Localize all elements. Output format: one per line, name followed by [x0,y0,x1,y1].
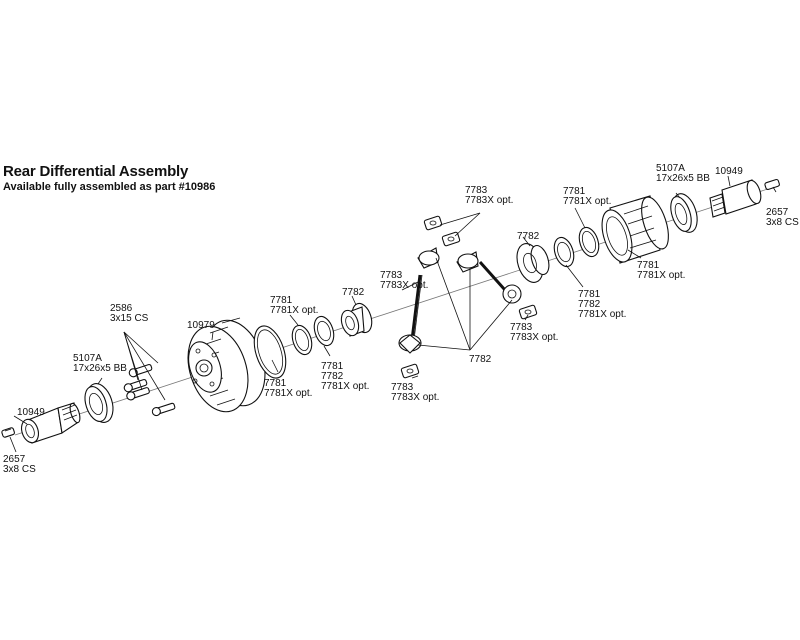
label-line: 7782 [578,299,601,310]
part-7781-right-o-ring [578,226,600,258]
part-7782-spider-gear-bottom [398,334,422,354]
label-line: 7783 [380,270,403,281]
label-line: 7781 [637,260,660,271]
part-7782-right-side-gear [516,243,550,283]
part-7781-left-gasket [253,325,287,379]
page-title: Rear Differential Assembly [3,163,189,180]
label-line: 7781 [321,361,344,372]
label-line: 7781X opt. [321,381,369,392]
label-line: 7783X opt. [510,332,558,343]
label-line: 7781 [563,186,586,197]
label-10949-left: 10949 [17,407,45,418]
part-7782-left-washer [313,315,335,347]
part-2657-right-screw [764,178,780,190]
label-line: 3x8 CS [3,464,36,475]
part-7783-cross-pin [410,274,423,341]
label-line: 7782 [469,354,492,365]
part-10979-ring-gear [187,317,266,413]
label-7782-b: 7782 [469,354,492,365]
part-diff-case [601,195,669,264]
label-10979: 10979 [187,320,215,331]
label-line: 7781 [578,289,601,300]
label-line: 2657 [3,454,26,465]
label-line: 7782 [321,371,344,382]
label-line: 7783X opt. [391,392,439,403]
label-line: 17x26x5 BB [656,173,710,184]
label-line: 7783 [510,322,533,333]
part-7782-left-side-gear [340,302,373,337]
leader-lines [9,175,777,453]
part-7782-spider-gear-top [417,247,479,273]
label-line: 7783 [391,382,414,393]
label-line: 7781 [270,295,293,306]
label-line: 7781X opt. [578,309,626,320]
label-line: 5107A [73,353,102,364]
part-7782-spider-gear-right [478,261,522,304]
label-line: 3x8 CS [766,217,799,228]
label-line: 17x26x5 BB [73,363,127,374]
part-7783-bottom-block [400,363,420,379]
part-7783-top-block [423,215,443,231]
label-line: 7781 [264,378,287,389]
part-7782-right-washer [553,236,575,268]
label-line: 7781X opt. [637,270,685,281]
label-line: 7783 [465,185,488,196]
label-10949-right: 10949 [715,166,743,177]
label-line: 10949 [715,166,743,177]
part-5107A-left-bearing [84,383,114,423]
page-subtitle: Available fully assembled as part #10986 [3,181,216,193]
label-7782-c: 7782 [517,231,540,242]
label-line: 7783X opt. [380,280,428,291]
label-line: 2657 [766,207,789,218]
part-2657-left-screw [1,427,15,438]
label-line: 7782 [517,231,540,242]
label-line: 7783X opt. [465,195,513,206]
label-line: 3x15 CS [110,313,149,324]
part-10949-right-output-cup [709,179,762,218]
part-10949-left-output-cup [20,402,81,444]
label-7782-a: 7782 [342,287,365,298]
part-2586-screws [123,364,176,417]
label-line: 7781X opt. [270,305,318,316]
label-line: 10949 [17,407,45,418]
label-line: 5107A [656,163,685,174]
label-line: 7781X opt. [563,196,611,207]
label-line: 10979 [187,320,215,331]
part-5107A-right-bearing [670,193,698,233]
label-line: 7781X opt. [264,388,312,399]
part-7781-left-o-ring [291,324,313,356]
label-line: 2586 [110,303,133,314]
part-7783-right-block [518,304,538,320]
label-line: 7782 [342,287,365,298]
